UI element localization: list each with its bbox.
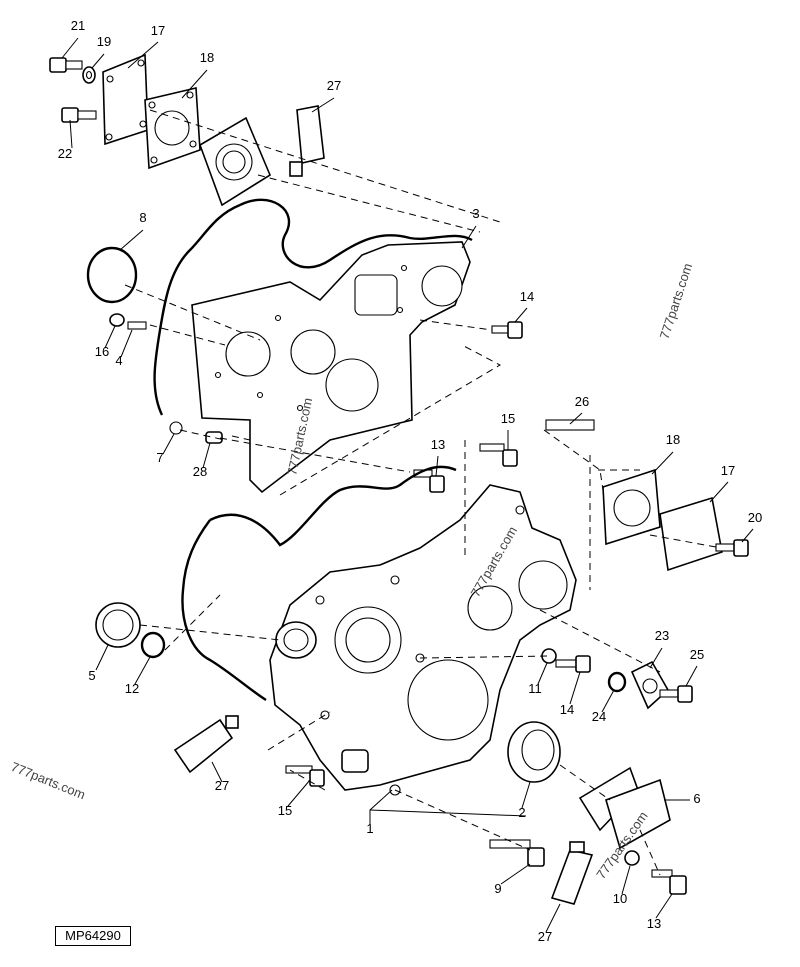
- leader-lines: [61, 37, 754, 933]
- callout-6: 6: [693, 791, 700, 806]
- callout-21: 21: [71, 18, 85, 33]
- callout-10: 10: [613, 891, 627, 906]
- callout-20: 20: [748, 510, 762, 525]
- callout-13: 13: [647, 916, 661, 931]
- cover-gasket-3: [191, 241, 471, 494]
- front-cover-plate-17: [102, 53, 149, 146]
- stud-4: [127, 321, 147, 330]
- callout-8: 8: [139, 210, 146, 225]
- seal-2: [507, 721, 561, 783]
- callout-27: 27: [327, 78, 341, 93]
- bolt-20: [715, 539, 749, 557]
- callout-2: 2: [518, 805, 525, 820]
- bolt-14-upper: [491, 321, 523, 339]
- watermark-left: 777parts.com: [9, 759, 88, 802]
- callout-23: 23: [655, 628, 669, 643]
- sealant-tube-27-top: [289, 105, 325, 177]
- seal-cord-lower-left: [181, 519, 267, 702]
- o-ring-24: [607, 671, 627, 693]
- callout-27: 27: [215, 778, 229, 793]
- callout-17: 17: [151, 23, 165, 38]
- o-ring-12: [140, 631, 166, 659]
- callout-3: 3: [472, 206, 479, 221]
- callout-28: 28: [193, 464, 207, 479]
- callout-26: 26: [575, 394, 589, 409]
- bolt-15-lower: [285, 765, 325, 787]
- seal-cord-left: [153, 203, 241, 416]
- cap-5: [95, 602, 141, 648]
- callout-9: 9: [494, 881, 501, 896]
- cover-plate-6: [578, 766, 671, 850]
- callout-27: 27: [538, 929, 552, 944]
- bolt-25: [659, 685, 693, 703]
- callout-16: 16: [95, 344, 109, 359]
- callout-14: 14: [560, 702, 574, 717]
- cover-plate-17-right: [659, 496, 723, 572]
- seal-cord: [239, 198, 473, 269]
- callout-17: 17: [721, 463, 735, 478]
- washer-10: [624, 850, 640, 866]
- callout-13: 13: [431, 437, 445, 452]
- bolt-9: [489, 839, 545, 867]
- callout-5: 5: [88, 668, 95, 683]
- drawing-reference-number: MP64290: [55, 926, 131, 946]
- callout-11: 11: [528, 681, 542, 696]
- bolt-13-lower: [651, 869, 687, 895]
- dowel-28: [205, 431, 223, 444]
- alignment-lines: [124, 109, 717, 876]
- callout-15: 15: [501, 411, 515, 426]
- bolt-15-upper: [479, 443, 518, 467]
- sealant-tube-27-left: [173, 715, 239, 774]
- washer-19: [82, 66, 96, 84]
- seal-cord-lower: [209, 465, 457, 547]
- nut-16: [109, 313, 125, 327]
- sealant-tube-27-bottom: [550, 841, 594, 905]
- timing-gear-housing-1: [269, 484, 577, 796]
- bolt-22: [61, 107, 97, 123]
- callout-18: 18: [200, 50, 214, 65]
- bolt-21: [49, 57, 83, 73]
- callout-7: 7: [156, 450, 163, 465]
- gasket-18-right: [602, 468, 661, 546]
- bolt-14-lower: [555, 655, 591, 673]
- gasket-18-top: [144, 87, 201, 170]
- stud-26: [545, 419, 595, 431]
- callout-14: 14: [520, 289, 534, 304]
- o-ring-8: [86, 246, 138, 304]
- callout-25: 25: [690, 647, 704, 662]
- o-ring-7: [169, 421, 183, 435]
- callout-4: 4: [115, 353, 122, 368]
- callout-18: 18: [666, 432, 680, 447]
- callout-24: 24: [592, 709, 606, 724]
- callout-19: 19: [97, 34, 111, 49]
- flange-housing-top: [199, 116, 272, 207]
- callout-22: 22: [58, 146, 72, 161]
- callout-15: 15: [278, 803, 292, 818]
- watermark-right: 777parts.com: [657, 261, 696, 341]
- cover-23: [630, 660, 670, 710]
- callout-12: 12: [125, 681, 139, 696]
- callout-1: 1: [366, 821, 373, 836]
